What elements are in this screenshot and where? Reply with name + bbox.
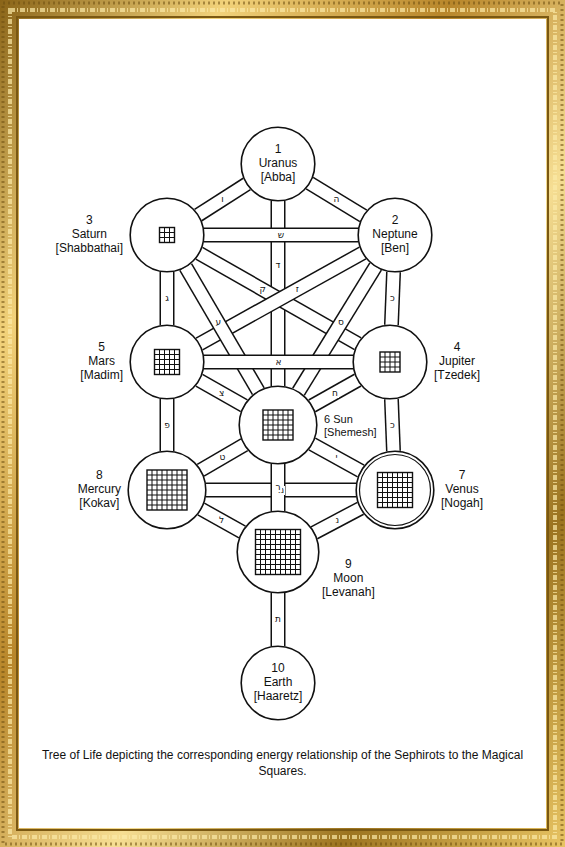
sephirah-number: 9 (322, 558, 375, 572)
hebrew-letter: ד (275, 261, 282, 270)
sephirah-label: 4Jupiter[Tzedek] (434, 341, 480, 382)
sephirah-name: Jupiter (434, 355, 480, 369)
sephirah-label: 5Mars[Madim] (80, 341, 123, 382)
path-band (312, 380, 358, 406)
hebrew-letter: ק (258, 285, 266, 294)
path-band (310, 183, 364, 216)
hebrew-letter: י (334, 453, 338, 462)
magic-square (155, 350, 180, 375)
sephirah-number: 1 (275, 143, 282, 157)
sephirah-label: 10Earth[Haaretz] (240, 645, 316, 721)
sephirah-name: Uranus (259, 157, 298, 171)
path-band (198, 184, 247, 215)
hebrew-letter: ס (337, 318, 345, 327)
sephirah-label: 6 Sun[Shemesh] (324, 413, 377, 438)
sephirah-circle: 9Moon[Levanah] (236, 510, 320, 594)
sephirah-name: [Haaretz] (254, 690, 303, 704)
sephirah-label: 1Uranus[Abba] (240, 126, 316, 202)
sephirah-number: 3 (56, 214, 123, 228)
sephirah-name: Mercury (78, 483, 121, 497)
path-band (314, 508, 360, 533)
hebrew-letter: כ (389, 421, 396, 430)
circle-outline (129, 197, 205, 273)
sephirah-label: 9Moon[Levanah] (322, 558, 375, 599)
sephirah-name: [Shemesh] (324, 426, 377, 439)
circle-outline (236, 510, 320, 594)
path-band (312, 444, 361, 471)
sephirah-circle: 7Venus[Nogah] (355, 450, 435, 530)
sephirah-name: [Tzedek] (434, 369, 480, 383)
circle-outline (355, 450, 435, 530)
hebrew-letter: פ (163, 421, 171, 430)
hebrew-letter: ה (333, 195, 341, 204)
sephirah-circle: 1Uranus[Abba] (240, 126, 316, 202)
sephirah-label: 8Mercury[Kokav] (78, 469, 121, 510)
circle-outline (127, 450, 207, 530)
sephirah-circle: 10Earth[Haaretz] (240, 645, 316, 721)
hebrew-letter: ל (218, 516, 225, 525)
sephirah-circle: 3Saturn[Shabbathai] (129, 197, 205, 273)
sephirah-name: [Shabbathai] (56, 242, 123, 256)
path-band (201, 509, 242, 532)
sephirah-number: 4 (434, 341, 480, 355)
path-band (199, 380, 244, 405)
sephirah-number: 6 Sun (324, 413, 377, 426)
hebrew-letter: ז (295, 285, 300, 294)
hebrew-letter: צ (218, 389, 225, 398)
sephirah-name: [Levanah] (322, 586, 375, 600)
hebrew-letter: נ (335, 516, 341, 525)
hebrew-letter: א (274, 358, 282, 367)
sephirah-label: 2Neptune[Ben] (357, 197, 433, 273)
sephirah-name: [Abba] (261, 171, 296, 185)
magic-square (378, 473, 413, 508)
hebrew-letter: ג (164, 294, 170, 303)
sephirah-name: Saturn (56, 228, 123, 242)
circle-outline (352, 324, 428, 400)
sephirah-name: [Madim] (80, 369, 123, 383)
circle-outline (238, 385, 318, 465)
sephirah-number: 8 (78, 469, 121, 483)
sephirah-circle: 2Neptune[Ben] (357, 197, 433, 273)
sephirah-number: 2 (392, 214, 399, 228)
sephirah-name: [Kokav] (78, 497, 121, 511)
sephirah-name: Mars (80, 355, 123, 369)
sephirah-number: 10 (271, 662, 284, 676)
hebrew-letter: ח (331, 389, 339, 398)
magic-square (147, 470, 187, 510)
sephirah-number: 5 (80, 341, 123, 355)
hebrew-letter: ט (219, 453, 227, 462)
sephirah-name: Neptune (372, 228, 417, 242)
caption: Tree of Life depicting the corresponding… (40, 748, 525, 779)
hebrew-letter: ע (215, 318, 223, 327)
magic-square (263, 410, 293, 440)
magic-square (256, 530, 301, 575)
hebrew-letter: ו (220, 195, 224, 204)
hebrew-letter: ר (274, 483, 281, 492)
sephirah-circle: 4Jupiter[Tzedek] (352, 324, 428, 400)
hebrew-letter: ש (277, 231, 285, 240)
circle-outline (129, 324, 205, 400)
sephirah-name: Venus (441, 483, 483, 497)
magic-square (380, 352, 400, 372)
sephirah-circle: 6 Sun[Shemesh] (238, 385, 318, 465)
sephirah-label: 7Venus[Nogah] (441, 469, 483, 510)
sephirah-circle: 8Mercury[Kokav] (127, 450, 207, 530)
sephirah-number: 7 (441, 469, 483, 483)
sephirah-name: Moon (322, 572, 375, 586)
sephirah-name: [Ben] (381, 242, 409, 256)
sephirah-name: [Nogah] (441, 497, 483, 511)
sephirah-label: 3Saturn[Shabbathai] (56, 214, 123, 255)
magic-square (160, 228, 175, 243)
path-band (201, 445, 245, 471)
hebrew-letter: כ (389, 294, 396, 303)
hebrew-letter: ת (274, 615, 282, 624)
sephirah-name: Earth (264, 676, 293, 690)
sephirah-circle: 5Mars[Madim] (129, 324, 205, 400)
